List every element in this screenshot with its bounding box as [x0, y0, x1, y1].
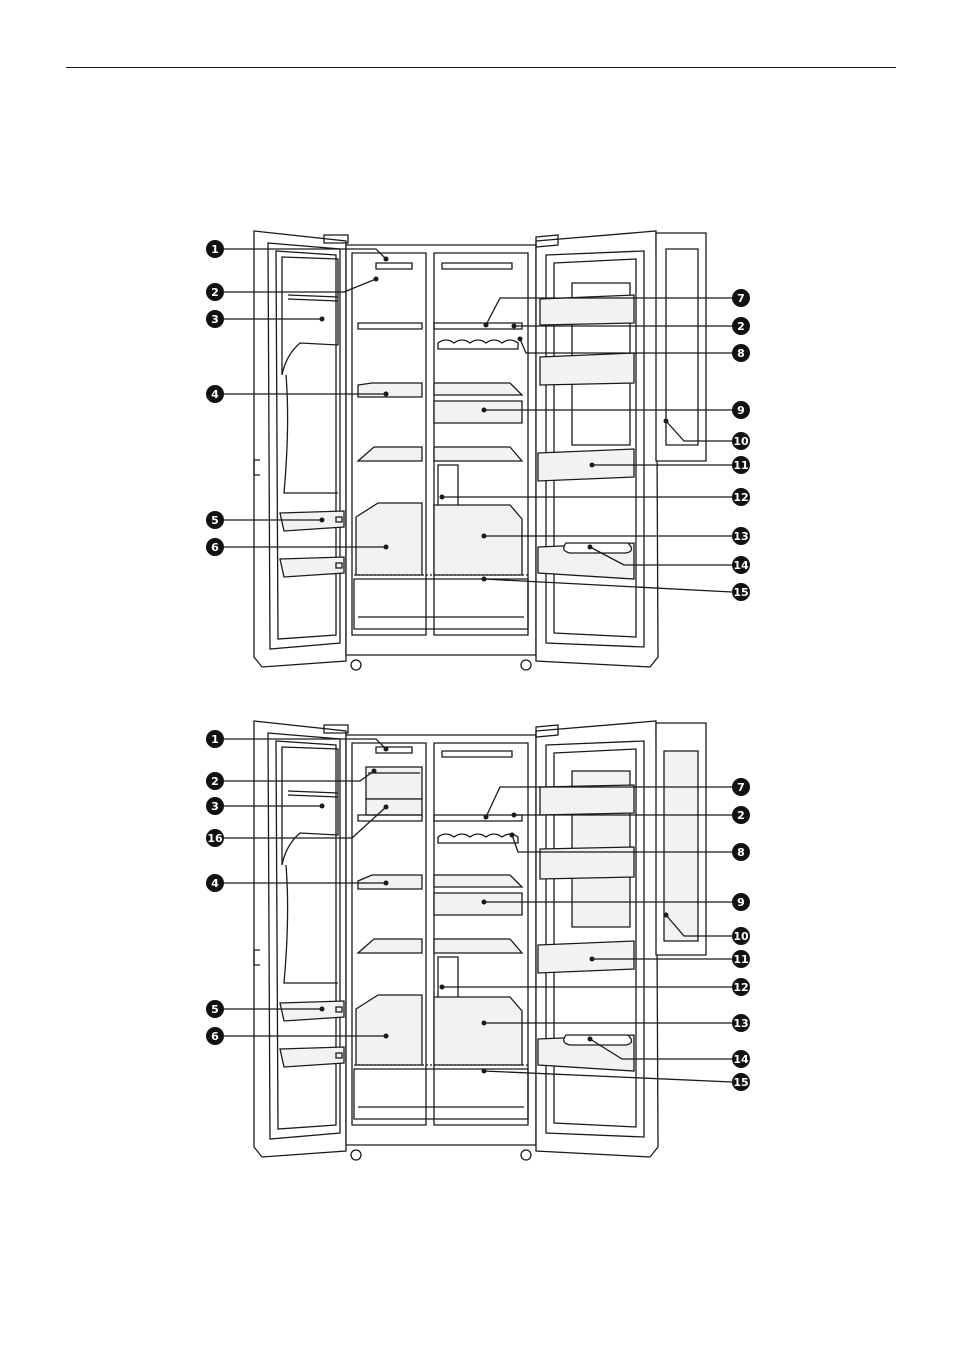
callout-marker: 7	[732, 289, 750, 307]
fridge-diagram-bottom: 1 2 3 16 4 5 6 7 2 8 9 10 11 12 13 14 15	[0, 715, 966, 1165]
fridge-diagram-top: 1 2 3 4 5 6 7 2 8 9 10 11 12 13 14 15	[0, 225, 966, 675]
callout-marker: 2	[732, 806, 750, 824]
callout-marker: 3	[206, 310, 224, 328]
callout-number: 7	[737, 292, 745, 305]
callout-number: 12	[733, 491, 748, 504]
callout-marker: 16	[206, 829, 224, 847]
callout-number: 6	[211, 1030, 219, 1043]
callout-marker: 2	[206, 283, 224, 301]
callout-number: 2	[737, 320, 745, 333]
callout-number: 3	[211, 800, 219, 813]
callout-marker: 4	[206, 874, 224, 892]
callout-number: 2	[211, 286, 219, 299]
callout-marker: 6	[206, 1027, 224, 1045]
callout-number: 7	[737, 781, 745, 794]
right-door-bin-1	[540, 785, 634, 815]
callout-marker: 4	[206, 385, 224, 403]
callout-marker: 5	[206, 511, 224, 529]
callout-number: 10	[733, 930, 749, 943]
left-door-bin-2	[280, 557, 344, 577]
callout-number: 11	[733, 953, 748, 966]
callout-number: 15	[733, 586, 748, 599]
callout-number: 6	[211, 541, 219, 554]
fridge-shelf-2	[434, 939, 522, 953]
fridge-shelf-2	[434, 447, 522, 461]
callout-marker: 14	[732, 1050, 750, 1068]
callout-marker: 3	[206, 797, 224, 815]
left-door-bin-2	[280, 1047, 344, 1067]
callout-marker: 11	[732, 950, 750, 968]
callout-marker: 13	[732, 1014, 750, 1032]
callout-number: 9	[737, 404, 745, 417]
callout-marker: 2	[732, 317, 750, 335]
fridge-shelf-1	[434, 875, 522, 887]
callout-number: 1	[211, 733, 219, 746]
callout-marker: 1	[206, 240, 224, 258]
callout-marker: 5	[206, 1000, 224, 1018]
callout-number: 5	[211, 1003, 219, 1016]
callout-marker: 10	[732, 432, 750, 450]
callout-marker: 8	[732, 843, 750, 861]
right-door-bin-1	[540, 295, 634, 325]
callout-number: 11	[733, 459, 748, 472]
callout-number: 15	[733, 1076, 748, 1089]
callout-marker: 11	[732, 456, 750, 474]
callout-number: 4	[211, 388, 219, 401]
callout-number: 16	[207, 832, 223, 845]
callout-marker: 14	[732, 556, 750, 574]
callout-marker: 12	[732, 978, 750, 996]
callout-marker: 13	[732, 527, 750, 545]
fridge-drawer-1	[434, 401, 522, 423]
freezer-shelf-1	[358, 875, 422, 889]
callout-number: 4	[211, 877, 219, 890]
callout-marker: 10	[732, 927, 750, 945]
callout-number: 1	[211, 243, 219, 256]
callout-marker: 8	[732, 344, 750, 362]
callout-number: 13	[733, 530, 748, 543]
right-door-bin-2	[540, 353, 634, 385]
callout-number: 8	[737, 846, 745, 859]
callout-number: 12	[733, 981, 748, 994]
callout-marker: 12	[732, 488, 750, 506]
callout-number: 3	[211, 313, 219, 326]
fridge-drawer-1	[434, 893, 522, 915]
left-door-bin-1	[280, 511, 344, 531]
callout-number: 9	[737, 896, 745, 909]
freezer-drawer	[356, 995, 422, 1065]
callout-number: 14	[733, 1053, 749, 1066]
right-door-bin-3	[538, 941, 634, 973]
callout-marker: 2	[206, 772, 224, 790]
callout-number: 2	[211, 775, 219, 788]
callout-marker: 15	[732, 583, 750, 601]
freezer-drawer	[356, 503, 422, 575]
callout-marker: 7	[732, 778, 750, 796]
left-door-bin-1	[280, 1001, 344, 1021]
header-rule	[66, 67, 896, 68]
fridge-shelf-1	[434, 383, 522, 395]
callout-marker: 15	[732, 1073, 750, 1091]
freezer-shelf-1	[358, 383, 422, 397]
callout-number: 10	[733, 435, 749, 448]
callout-marker: 6	[206, 538, 224, 556]
fridge-drawer-2	[434, 997, 522, 1065]
callout-number: 5	[211, 514, 219, 527]
callout-number: 14	[733, 559, 749, 572]
callout-marker: 9	[732, 893, 750, 911]
callout-marker: 1	[206, 730, 224, 748]
callout-marker: 9	[732, 401, 750, 419]
callout-number: 2	[737, 809, 745, 822]
callout-number: 8	[737, 347, 745, 360]
callout-number: 13	[733, 1017, 748, 1030]
fridge-drawer-2	[434, 505, 522, 575]
